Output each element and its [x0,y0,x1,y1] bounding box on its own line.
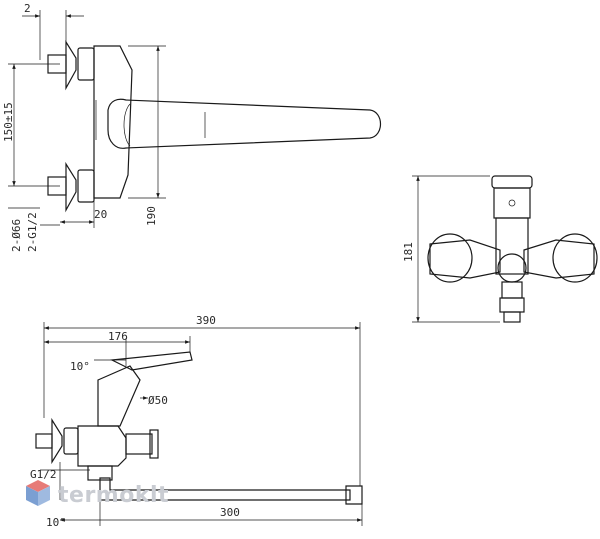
upper-nut [77,47,95,81]
dim-390: 390 [196,314,216,327]
dim-cartridge: Ø50 [148,394,168,407]
dim-20: 20 [94,208,107,221]
mixer-body [93,45,133,199]
spout [99,477,351,501]
spout-tip [345,485,363,505]
dim-nut-diameter: 2-Ø66 [10,219,23,252]
front-view: 181 [402,175,598,323]
top-view: 2 150±15 2-Ø66 2-G1/2 20 190 [2,2,382,252]
dim-181: 181 [402,242,415,262]
side-lever [109,351,193,371]
dim-150: 150±15 [2,102,15,142]
lever-handle [107,98,382,149]
side-body [77,425,127,467]
side-nut [63,427,79,455]
outlet-circle [497,253,527,283]
left-arm [429,239,501,279]
dim-176: 176 [108,330,128,343]
dim-190: 190 [145,206,158,226]
cartridge [97,365,141,427]
dim-spout-angle: 10° [46,516,66,529]
side-inlet [35,433,53,449]
outlet-ring [499,297,525,313]
dim-lever-angle: 10° [70,360,90,373]
cap [491,175,533,189]
right-arm [523,239,595,279]
dim-inlet-thread: G1/2 [30,468,57,481]
watermark-logo-icon [26,480,50,506]
outlet-neck [501,281,523,299]
aerator [503,311,521,323]
watermark-text: termoklt [58,483,169,508]
side-diverter [125,433,153,455]
left-flange [427,233,473,283]
dim-2: 2 [24,2,31,15]
lower-nut [77,169,95,203]
lower-flange [65,161,77,213]
center-body [495,217,529,275]
watermark: termoklt [26,480,169,508]
right-flange [552,233,598,283]
upper-body [493,187,531,219]
side-view: 390 176 10° Ø50 G1/2 10° 300 [30,314,363,529]
dim-thread: 2-G1/2 [26,212,39,252]
upper-flange [65,39,77,91]
dim-300: 300 [220,506,240,519]
side-flange [51,417,63,465]
